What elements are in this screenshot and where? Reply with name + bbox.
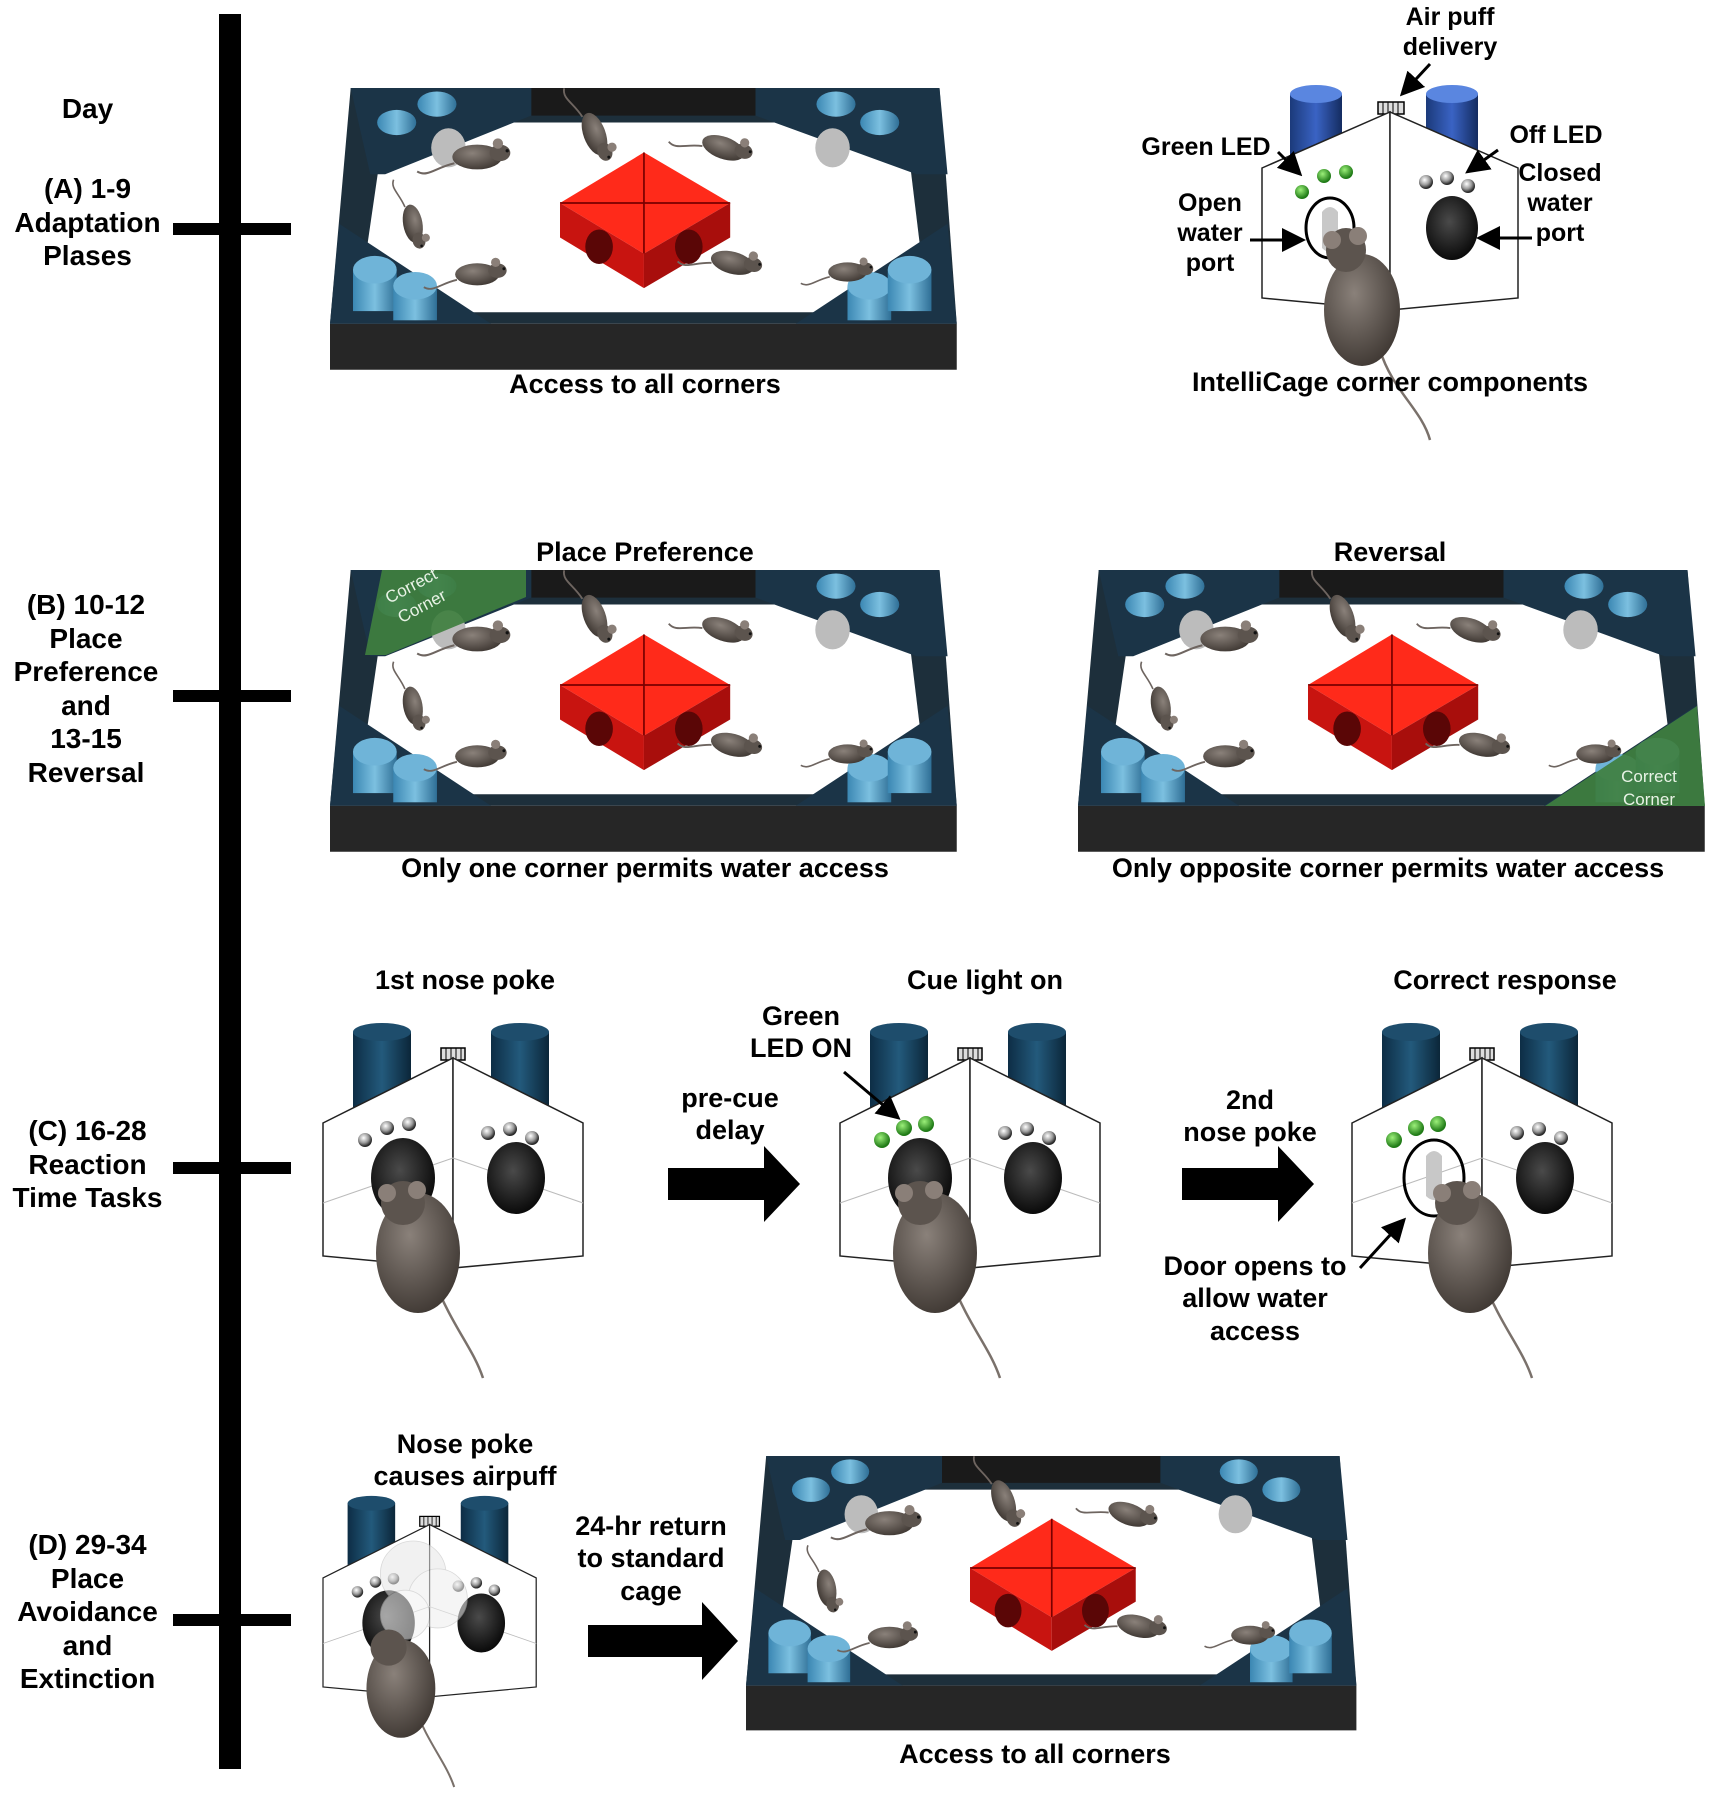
callout-green-led: Green LED	[1141, 133, 1271, 161]
callout-closed-port: Closed water port	[1518, 159, 1602, 247]
step1-title: 1st nose poke	[374, 965, 556, 995]
correct-corner-b-right	[1545, 706, 1705, 806]
timeline-tick-b	[173, 690, 291, 702]
pre-cue-delay-label: pre-cue delay	[681, 1083, 779, 1146]
place-preference-title: Place Preference	[536, 537, 754, 567]
stage-d-label: (D) 29-34 Place Avoidance and Extinction	[17, 1529, 158, 1695]
corner-components-a	[1261, 85, 1519, 441]
corner-d-title: Nose poke causes airpuff	[373, 1429, 557, 1492]
correct-corner-b-left	[365, 570, 526, 655]
timeline-tick-c	[173, 1162, 291, 1174]
arrow-c-1	[668, 1146, 800, 1222]
door-opens-label: Door opens to allow water access	[1163, 1251, 1347, 1346]
reversal-caption: Only opposite corner permits water acces…	[1111, 853, 1665, 883]
cage-a-caption: Access to all corners	[509, 369, 781, 399]
green-led-on-label: Green LED ON	[749, 1001, 852, 1064]
timeline-tick-d	[173, 1614, 291, 1626]
stage-c-label: (C) 16-28 Reaction Time Tasks	[12, 1115, 163, 1214]
corner-d-detail	[351, 1540, 468, 1788]
stage-a-label: (A) 1-9 Adaptation Plases	[14, 173, 161, 272]
second-nose-poke-label: 2nd nose poke	[1183, 1085, 1317, 1148]
cage-d-caption: Access to all corners	[899, 1739, 1171, 1769]
corner-c-step3-detail	[1386, 1116, 1534, 1379]
step3-title: Correct response	[1393, 965, 1617, 995]
return-label: 24-hr return to standard cage	[575, 1511, 727, 1606]
callout-off-led: Off LED	[1509, 121, 1603, 149]
corner-c-step2-detail	[874, 1116, 1002, 1379]
place-preference-caption: Only one corner permits water access	[401, 853, 889, 883]
reversal-title: Reversal	[1333, 537, 1447, 567]
timeline-tick-a	[173, 223, 291, 235]
corner-c-step1-detail	[358, 1117, 485, 1379]
components-caption: IntelliCage corner components	[1191, 367, 1589, 397]
step2-title: Cue light on	[907, 965, 1063, 995]
timeline-bar	[219, 14, 241, 1769]
callout-air-puff: Air puff delivery	[1402, 3, 1498, 61]
stage-b-label: (B) 10-12 Place Preference and 13-15 Rev…	[13, 589, 159, 788]
correct-corner-label-left: Correct Corner	[382, 564, 450, 627]
correct-corner-label-right: Correct Corner	[1621, 767, 1677, 809]
callout-open-port: Open water port	[1177, 189, 1243, 277]
arrow-d	[588, 1602, 738, 1680]
timeline-header: Day	[61, 93, 114, 124]
arrow-c-2	[1182, 1146, 1314, 1222]
